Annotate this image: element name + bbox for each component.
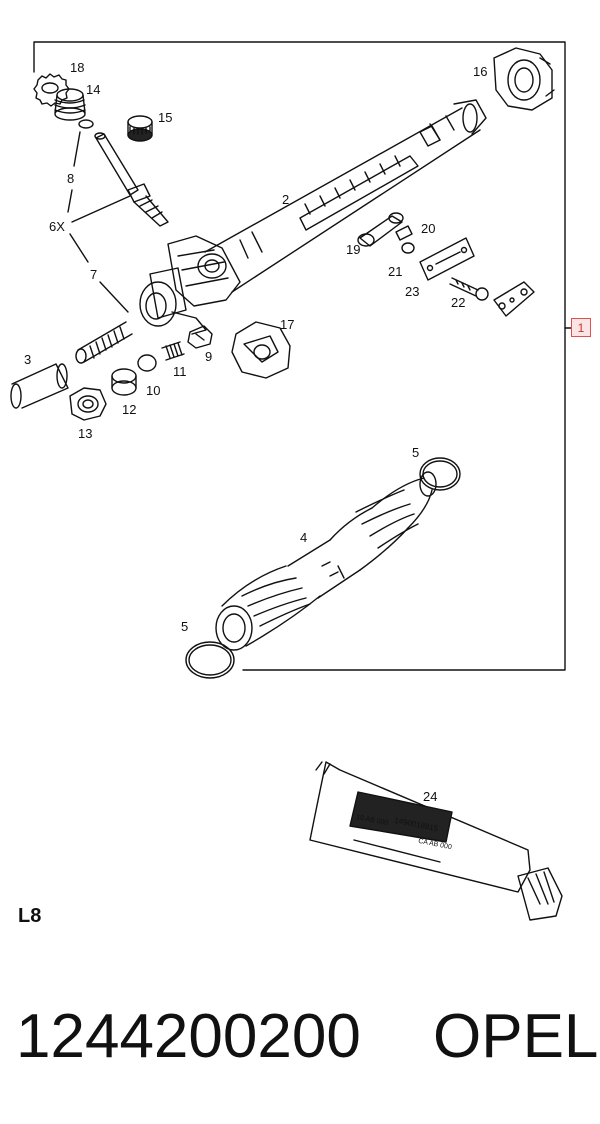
part-2-rack-housing [204, 99, 487, 293]
part-13-nut [69, 387, 107, 421]
callout-12: 12 [122, 402, 137, 417]
part-16-bush [493, 47, 555, 111]
callout-10: 10 [146, 383, 161, 398]
part-5-clamp-top [419, 457, 461, 491]
part-9-clip [187, 325, 213, 349]
callout-19: 19 [346, 242, 361, 257]
part-24-grease-tube [309, 761, 563, 921]
o-ring [78, 119, 94, 129]
part-15-cap [127, 115, 153, 142]
part-4-bellows [215, 471, 437, 651]
callout-6x: 6X [49, 219, 65, 234]
part-5-clamp-bottom [185, 641, 235, 679]
callout-21: 21 [388, 264, 403, 279]
pinion-shaft [94, 132, 169, 227]
reference-box[interactable]: 1 [571, 318, 591, 337]
valve-housing [139, 235, 241, 335]
variant-label: L8 [18, 905, 42, 927]
part-17-bracket [231, 321, 291, 379]
callout-13: 13 [78, 426, 93, 441]
callout-2: 2 [282, 192, 290, 207]
part-20-clip [395, 225, 413, 241]
part-21-washer [401, 242, 415, 254]
part-number: 1244200200 [16, 1002, 361, 1071]
callout-9: 9 [205, 349, 213, 364]
part-3-cylinder [10, 363, 69, 409]
callout-20: 20 [421, 221, 436, 236]
callout-15: 15 [158, 110, 173, 125]
brand-name: OPEL [433, 1002, 599, 1071]
part-22-plate [493, 281, 535, 317]
callout-24: 24 [423, 789, 438, 804]
steering-rack-exploded-diagram: 18 14 15 16 8 6X 7 2 20 19 21 23 22 17 3… [10, 41, 591, 921]
callout-5-top: 5 [412, 445, 420, 460]
callout-22: 22 [451, 295, 466, 310]
callout-17: 17 [280, 317, 295, 332]
callout-11: 11 [173, 364, 187, 379]
callout-7: 7 [90, 267, 98, 282]
callout-23: 23 [405, 284, 420, 299]
part-14-seal [54, 88, 86, 121]
part-10-ring [137, 354, 157, 372]
diagram-drawing [10, 41, 572, 921]
part-12-bush [111, 368, 137, 396]
part-11-spring [161, 341, 185, 361]
callout-18: 18 [70, 60, 85, 75]
part-18-ring [33, 73, 70, 107]
assembly-bracket [33, 41, 566, 671]
callout-16: 16 [473, 64, 488, 79]
part-19-link [357, 212, 404, 247]
callout-5-bottom: 5 [181, 619, 189, 634]
part-23-plate [419, 237, 475, 281]
part-7-spring [75, 321, 133, 364]
part-22-bolt [449, 277, 489, 301]
callout-4: 4 [300, 530, 308, 545]
callout-8: 8 [67, 171, 75, 186]
callout-3: 3 [24, 352, 32, 367]
callout-14: 14 [86, 82, 101, 97]
